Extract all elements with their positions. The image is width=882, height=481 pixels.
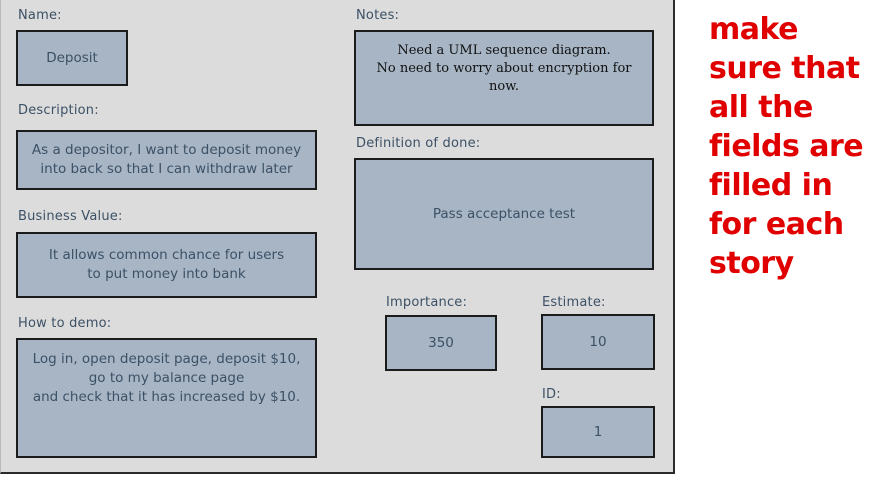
red-annotation-note: make sure that all the fields are filled…	[709, 10, 874, 283]
name-field-label: Name:	[18, 8, 62, 23]
annotation-line: for each	[709, 207, 844, 242]
estimate-field-value[interactable]: 10	[541, 314, 655, 370]
description-field-value[interactable]: As a depositor, I want to deposit money …	[16, 130, 317, 190]
description-field-label: Description:	[18, 103, 99, 118]
how-to-demo-field-label: How to demo:	[18, 316, 112, 331]
annotation-line: sure that	[709, 51, 860, 86]
id-field-label: ID:	[542, 387, 561, 402]
definition-of-done-field-value[interactable]: Pass acceptance test	[354, 158, 654, 270]
annotation-line: fields are	[709, 129, 864, 164]
name-field-value[interactable]: Deposit	[16, 30, 128, 86]
annotation-line: make	[709, 12, 799, 47]
business-value-field-label: Business Value:	[18, 209, 123, 224]
annotation-line: filled in	[709, 168, 833, 203]
how-to-demo-field-value[interactable]: Log in, open deposit page, deposit $10, …	[16, 338, 317, 458]
estimate-field-label: Estimate:	[542, 295, 606, 310]
notes-field-value[interactable]: Need a UML sequence diagram. No need to …	[354, 30, 654, 126]
importance-field-value[interactable]: 350	[385, 315, 497, 371]
id-field-value[interactable]: 1	[541, 406, 655, 458]
definition-of-done-field-label: Definition of done:	[356, 136, 481, 151]
business-value-field-value[interactable]: It allows common chance for users to put…	[16, 232, 317, 298]
notes-field-label: Notes:	[356, 8, 400, 23]
annotation-line: story	[709, 246, 794, 281]
importance-field-label: Importance:	[386, 295, 468, 310]
user-story-card-panel: Name: Deposit Description: As a deposito…	[0, 0, 675, 474]
annotation-line: all the	[709, 90, 813, 125]
